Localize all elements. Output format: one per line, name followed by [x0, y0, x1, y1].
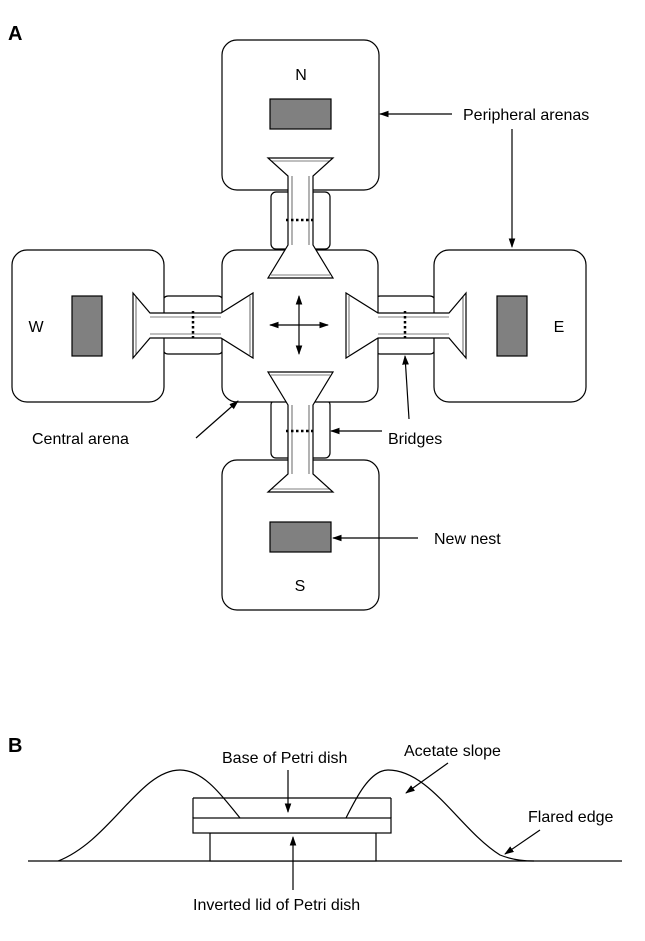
- label-flared-edge: Flared edge: [528, 809, 613, 826]
- arena-label-south: S: [295, 578, 306, 595]
- label-inverted-lid: Inverted lid of Petri dish: [193, 897, 360, 914]
- nest-south: [269, 521, 332, 553]
- acetate-slope-left: [57, 769, 241, 862]
- label-peripheral-arenas: Peripheral arenas: [463, 107, 589, 124]
- label-new-nest: New nest: [434, 531, 501, 548]
- label-acetate-slope: Acetate slope: [404, 743, 501, 760]
- four-way-arrow-icon: [269, 295, 329, 355]
- funnel-south: [266, 371, 335, 493]
- nest-east: [496, 295, 528, 357]
- label-bridges: Bridges: [388, 431, 442, 448]
- nest-west: [71, 295, 103, 357]
- callout-central-arena: Central arena: [32, 400, 239, 448]
- callout-new-nest: New nest: [332, 531, 501, 548]
- nest-north: [269, 98, 332, 130]
- funnel-west: [132, 291, 254, 360]
- dish-base: [192, 817, 392, 834]
- callout-base: Base of Petri dish: [222, 750, 347, 813]
- arena-label-west: W: [28, 319, 44, 336]
- panel-a-letter: A: [8, 23, 22, 45]
- callout-bridges: Bridges: [330, 355, 442, 448]
- panel-b-letter: B: [8, 735, 22, 757]
- acetate-slope-right: [345, 769, 535, 862]
- label-central-arena: Central arena: [32, 431, 129, 448]
- funnel-east: [345, 291, 467, 360]
- callout-flared-edge: Flared edge: [504, 809, 613, 855]
- petri-dish: [192, 797, 392, 862]
- funnel-north: [266, 157, 335, 279]
- callout-acetate: Acetate slope: [404, 743, 501, 794]
- callout-lid: Inverted lid of Petri dish: [193, 836, 360, 914]
- arena-label-east: E: [554, 319, 565, 336]
- label-base-of-petri-dish: Base of Petri dish: [222, 750, 347, 767]
- arena-label-north: N: [295, 67, 307, 84]
- callout-peripheral-arenas: Peripheral arenas: [379, 107, 589, 248]
